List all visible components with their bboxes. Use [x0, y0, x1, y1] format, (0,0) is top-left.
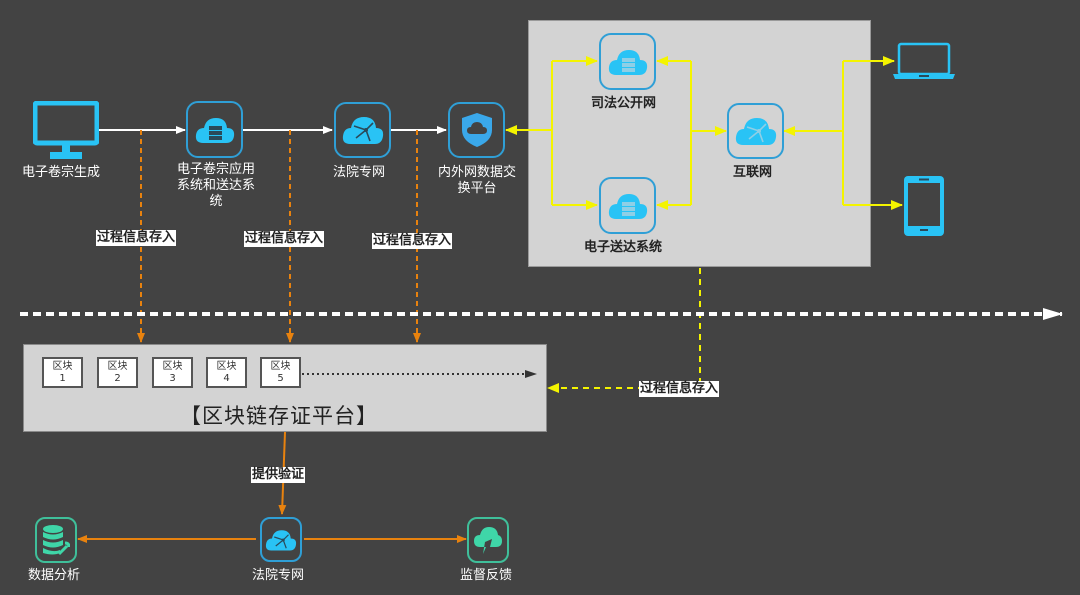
block-name: 区块: [270, 361, 291, 372]
node-court-net-bottom[interactable]: [260, 517, 302, 562]
store-tag-3: 过程信息存入: [372, 233, 453, 249]
node-feedback[interactable]: [467, 517, 509, 563]
block-index: 2: [114, 373, 121, 384]
node-label-judicial-public: 司法公开网: [591, 96, 657, 111]
mobile-phone-icon[interactable]: [903, 175, 945, 241]
node-label-e-delivery: 电子送达系统: [584, 240, 663, 255]
block-index: 5: [277, 373, 284, 384]
node-label-court-net-bottom: 法院专网: [252, 568, 305, 583]
store-tag-1: 过程信息存入: [96, 230, 177, 246]
node-internet[interactable]: [727, 103, 784, 159]
node-exchange[interactable]: [448, 102, 505, 158]
block-index: 1: [59, 373, 66, 384]
cloud-server-icon: [608, 193, 647, 219]
blockchain-platform-title: 【区块链存证平台】: [180, 404, 378, 428]
database-wrench-icon: [43, 525, 70, 556]
block-index: 3: [169, 373, 176, 384]
store-tag-2: 过程信息存入: [244, 231, 325, 247]
label-line: 统: [209, 194, 223, 209]
node-label-exchange: 内外网数据交 换平台: [433, 165, 521, 197]
cloud-network-icon: [735, 118, 776, 145]
cloud-network-icon: [342, 117, 383, 144]
node-label-feedback: 监督反馈: [460, 568, 513, 583]
node-court-net[interactable]: [334, 102, 391, 158]
node-label-court-net: 法院专网: [333, 165, 386, 180]
yellow-store-line: [547, 268, 701, 393]
block-name: 区块: [216, 361, 237, 372]
label-line: 电子卷宗应用: [176, 162, 255, 177]
block-index: 4: [223, 373, 230, 384]
block-name: 区块: [162, 361, 183, 372]
node-label-data-analysis: 数据分析: [28, 568, 81, 583]
block-name: 区块: [52, 361, 73, 372]
node-e-delivery[interactable]: [599, 177, 656, 234]
node-label-internet: 互联网: [733, 165, 773, 180]
node-judicial-public[interactable]: [599, 33, 656, 90]
shield-cloud-icon: [461, 113, 492, 147]
verify-tag: 提供验证: [251, 467, 306, 483]
cloud-server-icon: [608, 49, 647, 75]
node-label-generate: 电子卷宗生成: [22, 165, 101, 180]
store-tag-external: 过程信息存入: [639, 381, 720, 397]
label-line: 内外网数据交: [437, 165, 516, 180]
cloud-lightning-icon: [474, 527, 502, 554]
cloud-server-icon: [195, 117, 234, 143]
label-line: 系统和送达系: [176, 178, 255, 193]
node-data-analysis[interactable]: [35, 517, 77, 563]
monitor-icon: [32, 100, 100, 165]
cloud-network-icon: [265, 529, 297, 550]
node-app-system[interactable]: [186, 101, 243, 158]
laptop-icon[interactable]: [893, 42, 955, 84]
node-label-app-system: 电子卷宗应用 系统和送达系 统: [172, 162, 260, 210]
block-name: 区块: [107, 361, 128, 372]
label-line: 换平台: [457, 181, 497, 196]
